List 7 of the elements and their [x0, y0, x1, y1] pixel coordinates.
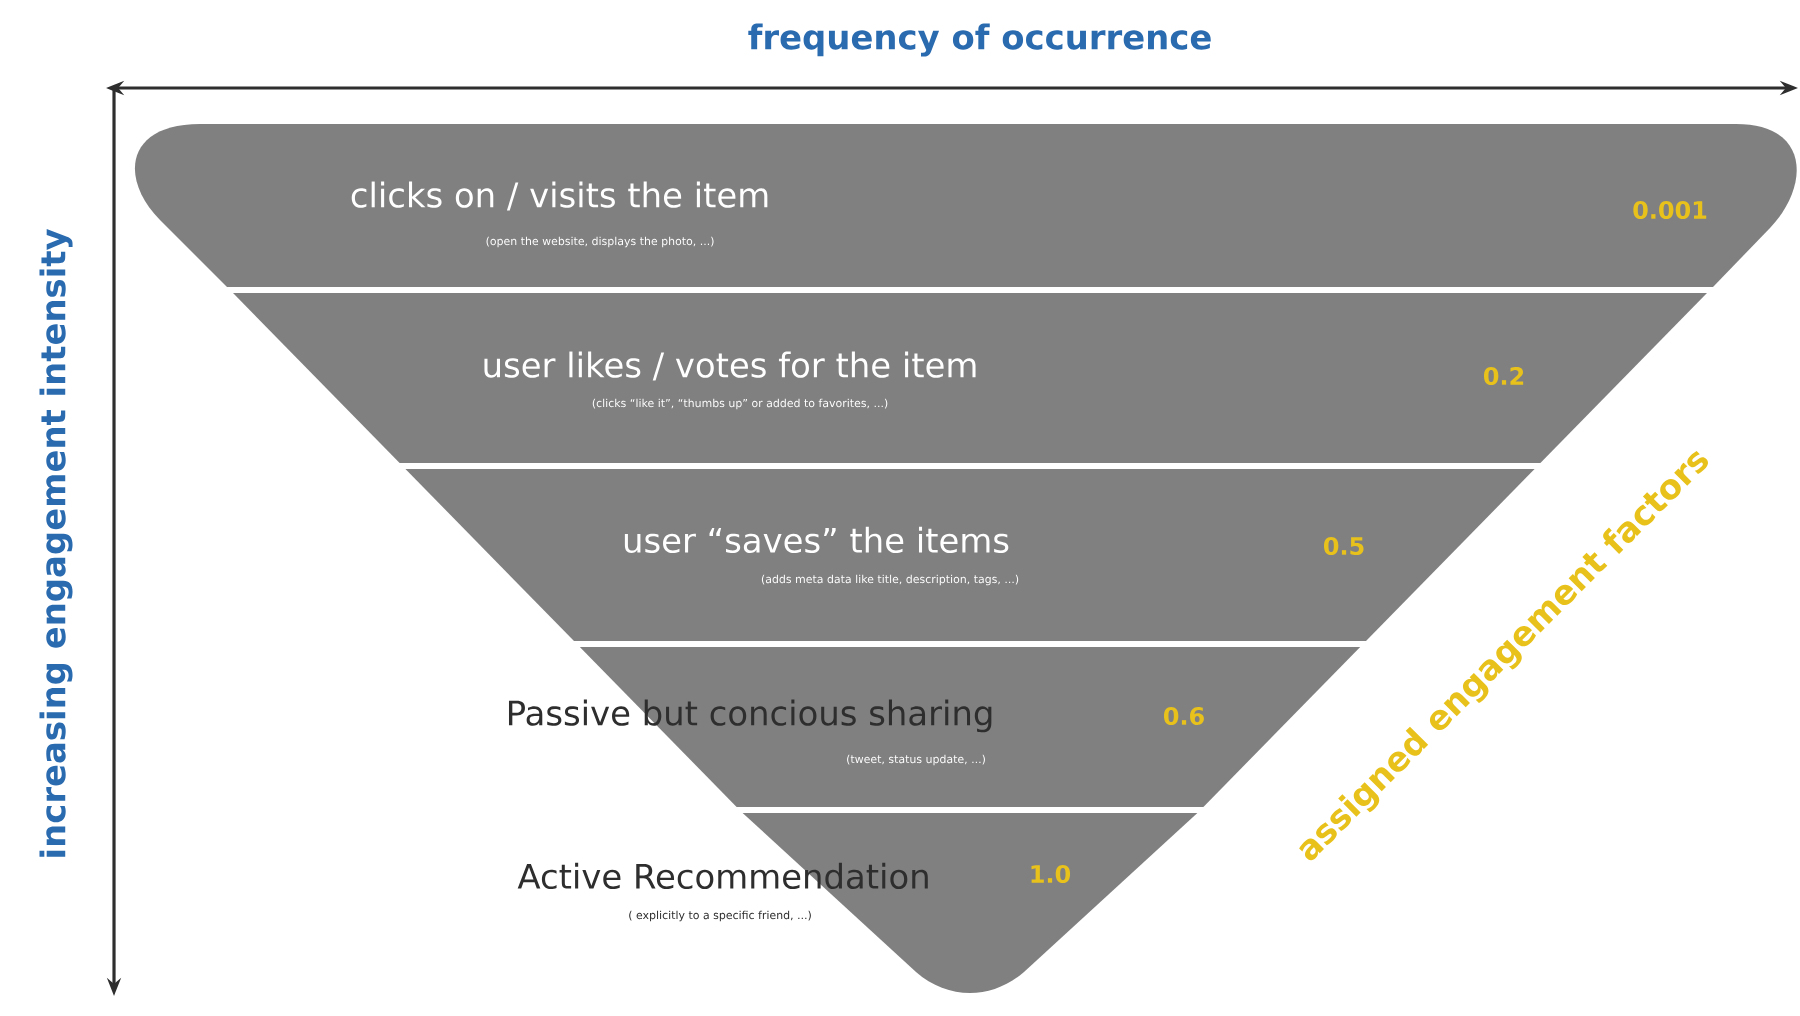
factor-value: 0.2 — [1484, 366, 1524, 386]
factor-value: 1.0 — [1031, 864, 1071, 884]
factor-value: 0.001 — [1633, 200, 1707, 220]
factor-value: 0.5 — [1324, 536, 1364, 556]
factor-value: 0.6 — [1164, 706, 1204, 726]
axis-label: increasing engagement intensity — [39, 229, 73, 857]
axis-label: frequency of occurrence — [748, 23, 1211, 57]
